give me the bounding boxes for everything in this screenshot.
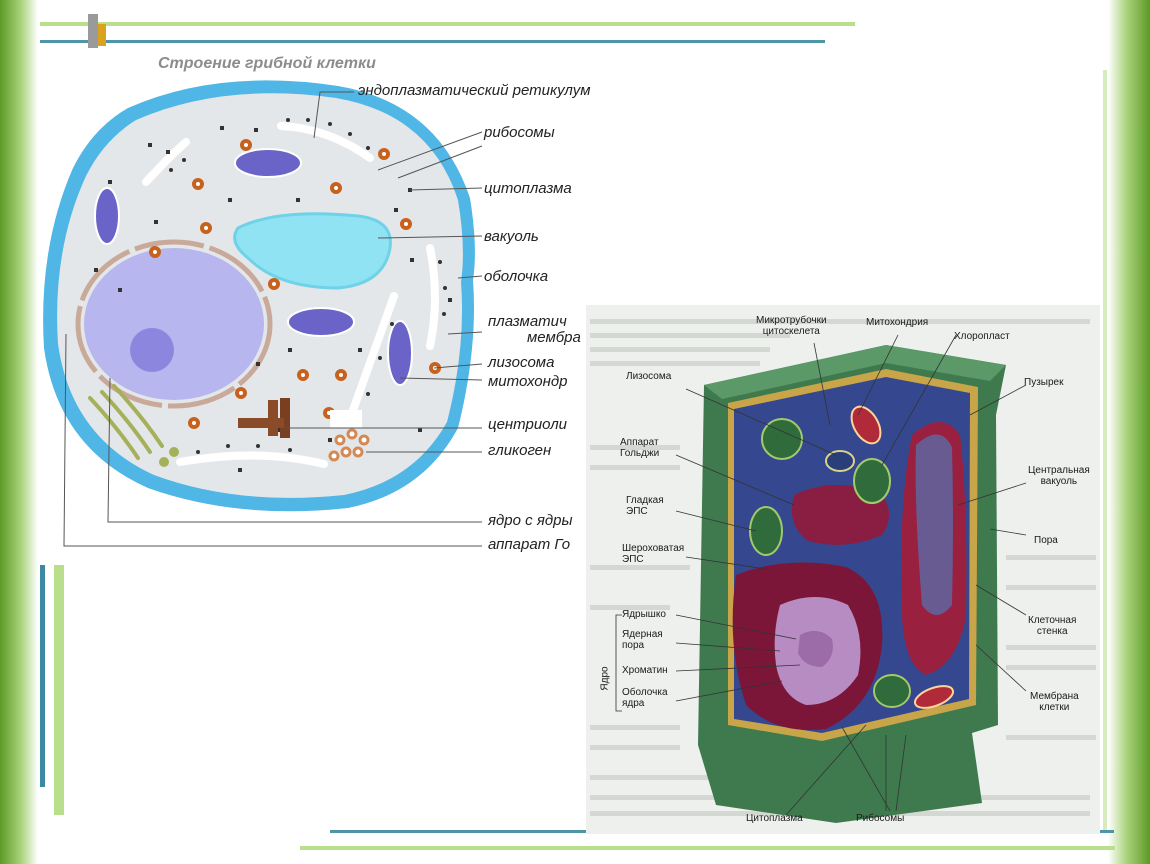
fungal-mitochondria — [94, 148, 413, 386]
plant-leader-lines — [615, 334, 1027, 816]
fungal-nucleus-envelope — [75, 239, 273, 409]
plant-label-nuclear-envelope: Оболочка ядра — [622, 687, 668, 709]
fungal-label-cytoplasm: цитоплазма — [484, 180, 572, 197]
plant-label-golgi: Аппарат Гольджи — [620, 437, 660, 459]
plant-label-central-vacuole: Центральная вакуоль — [1028, 465, 1090, 487]
plant-label-smooth-er: Гладкая ЭПС — [626, 495, 664, 517]
bottom-rule-green — [300, 846, 1115, 850]
fungal-label-ribosomes: рибосомы — [484, 124, 555, 141]
right-border-gradient — [1108, 0, 1150, 864]
plant-label-rough-er: Шероховатая ЭПС — [622, 543, 685, 565]
plant-label-cell-wall: Клеточная стенка — [1028, 615, 1077, 637]
plant-cell-panel: Микротрубочки цитоскелета Митохондрия Хл… — [586, 305, 1100, 834]
top-marker-post — [88, 14, 98, 48]
fungal-golgi — [88, 384, 179, 467]
fungal-cell-title: Строение грибной клетки — [158, 55, 376, 72]
plant-label-pore: Пора — [1034, 535, 1058, 546]
left-rule-teal — [40, 565, 45, 787]
fungal-label-vacuole: вакуоль — [484, 228, 539, 245]
top-rule-teal — [40, 40, 825, 43]
fungal-leader-lines — [63, 91, 483, 547]
plant-vacuole-highlight — [915, 434, 953, 615]
plant-label-cell-membrane: Мембрана клетки — [1030, 691, 1079, 713]
left-border-gradient — [0, 0, 38, 864]
fungal-label-nucleus: ядро с ядры — [488, 512, 573, 529]
plant-label-cytoplasm: Цитоплазма — [746, 813, 803, 824]
plant-label-nucleus-group: Ядро — [599, 666, 611, 691]
fungal-label-mitochondria: митохондр — [488, 373, 568, 390]
fungal-label-wall: оболочка — [484, 268, 549, 285]
fungal-nucleus — [84, 248, 264, 400]
fungal-white-patch — [330, 410, 362, 428]
plant-cell-drawing — [590, 319, 1096, 823]
fungal-er — [142, 122, 439, 468]
fungal-granules — [149, 139, 441, 429]
plant-cell-wall-top — [704, 345, 1006, 399]
plant-label-chloroplast: Хлоропласт — [954, 331, 1010, 342]
plant-nucleolus — [798, 630, 833, 667]
plant-label-nucleolus: Ядрышко — [622, 609, 666, 620]
plant-label-nuclear-pore: Ядерная пора — [622, 629, 663, 651]
plant-label-microtubules: Микротрубочки цитоскелета — [756, 315, 827, 337]
fungal-cell-drawing — [43, 80, 483, 547]
top-rule-green — [40, 22, 855, 26]
fungal-cell-panel: Строение грибной клетки эндоплазматическ… — [38, 48, 590, 562]
plant-label-vesicle: Пузырек — [1024, 377, 1064, 388]
fungal-centrioles — [238, 398, 290, 438]
right-rule-white — [1093, 48, 1101, 308]
plant-label-ribosomes: Рибосомы — [856, 813, 905, 824]
right-rule-green — [1103, 70, 1107, 830]
fungal-label-centrioles: центриоли — [488, 416, 567, 433]
plant-label-chromatin: Хроматин — [622, 665, 668, 676]
fungal-label-er: эндоплазматический ретикулум — [358, 82, 591, 99]
fungal-nucleolus — [130, 328, 174, 372]
top-marker-flag — [98, 24, 106, 46]
plant-label-mitochondrion: Митохондрия — [866, 317, 929, 328]
plant-mitochondria — [850, 405, 955, 709]
fungal-er-ribosomes — [169, 118, 447, 454]
fungal-glycogen — [328, 428, 370, 462]
plant-lysosome-body — [825, 450, 855, 472]
fungal-label-glycogen: гликоген — [488, 442, 552, 459]
fungal-vacuole — [233, 212, 392, 290]
left-rule-green — [54, 565, 64, 815]
fungal-label-lysosome: лизосома — [488, 354, 555, 371]
fungal-label-membrane-1: плазматич — [488, 313, 567, 330]
fungal-label-golgi: аппарат Го — [488, 536, 571, 553]
plant-label-lysosome: Лизосома — [626, 371, 672, 382]
plant-chloroplasts — [749, 418, 911, 708]
fungal-label-membrane-2: мембра — [527, 329, 581, 346]
